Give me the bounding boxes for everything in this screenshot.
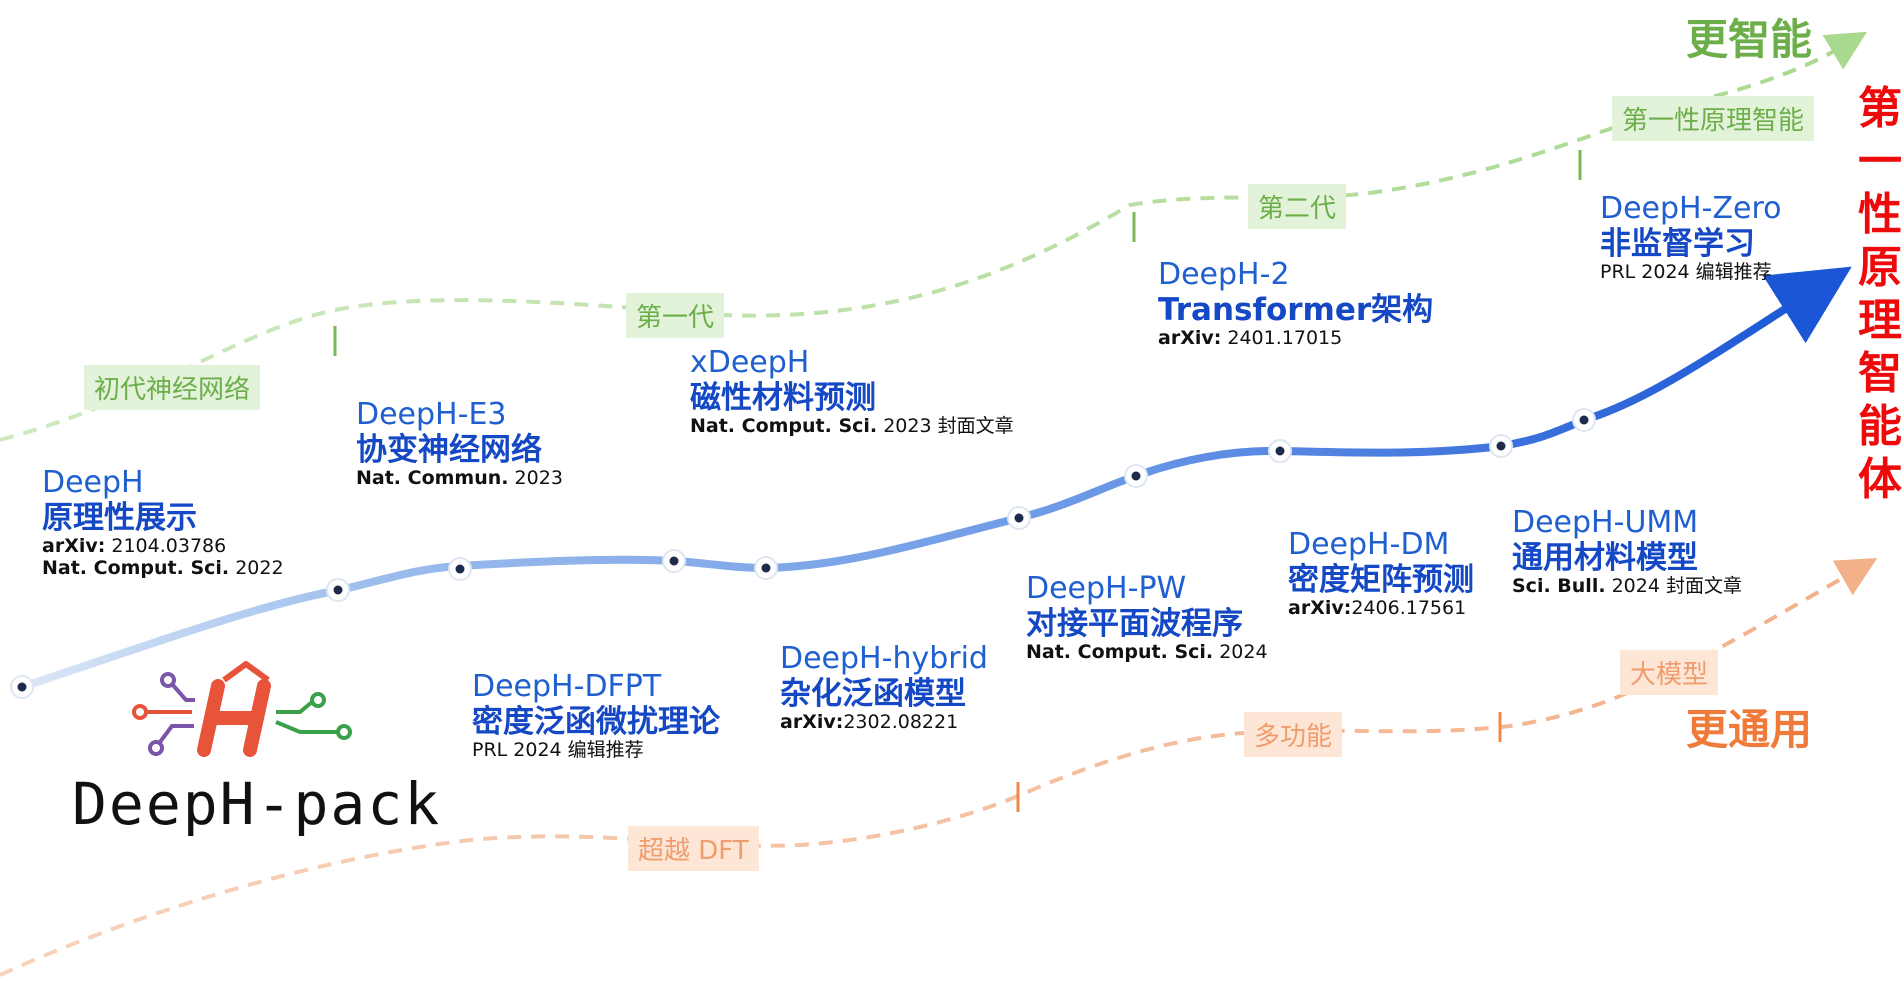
stage-tag-gen1: 第一代 [626,293,725,338]
goal-label-char: 性 [1858,189,1902,240]
milestone-title: 磁性材料预测 [690,379,876,416]
milestone-ref: Sci. Bull. 2024 封面文章 [1512,575,1742,598]
deeph-logo-icon [132,661,352,757]
heading-smarter: 更智能 [1686,15,1813,64]
milestone-title: Transformer架构 [1158,291,1434,328]
stage-tag-fp-intelligence: 第一性原理智能 [1612,96,1815,141]
goal-label-char: 能 [1858,401,1902,452]
milestone-name: DeepH-2 [1158,257,1290,292]
goal-label-char: 原 [1858,242,1902,293]
milestone-ref: Nat. Commun. 2023 [356,467,563,490]
milestone-deeph-dm: DeepH-DM 密度矩阵预测 arXiv:2406.17561 [1288,527,1474,620]
milestone-ref: arXiv: 2104.03786 [42,535,227,558]
milestone-deeph-hybrid: DeepH-hybrid 杂化泛函模型 arXiv:2302.08221 [780,641,988,734]
timeline-nodes [10,408,1596,699]
green-track-line [0,31,1868,442]
timeline-node [448,557,472,581]
goal-label-char: 理 [1858,295,1902,346]
milestone-ref: PRL 2024 编辑推荐 [472,739,644,762]
stage-tag-beyond-dft: 超越 DFT [628,826,759,871]
milestone-name: DeepH-UMM [1512,505,1699,540]
milestone-ref: PRL 2024 编辑推荐 [1600,261,1772,284]
milestone-deeph-2: DeepH-2 Transformer架构 arXiv: 2401.17015 [1158,257,1434,350]
milestone-title: 协变神经网络 [356,431,542,468]
milestone-name: DeepH-E3 [356,397,507,432]
milestone-ref: Nat. Comput. Sci. 2024 [1026,641,1268,664]
heading-more-general: 更通用 [1686,705,1813,754]
milestone-title: 杂化泛函模型 [780,675,966,712]
milestone-ref: Nat. Comput. Sci. 2022 [42,556,284,579]
goal-label-char: 智 [1858,348,1902,399]
milestone-ref: arXiv:2406.17561 [1288,597,1467,620]
goal-label-char: 体 [1858,454,1902,505]
milestone-xdeeph: xDeepH 磁性材料预测 Nat. Comput. Sci. 2023 封面文… [690,345,1014,438]
timeline-node [754,556,778,580]
milestone-title: 通用材料模型 [1512,539,1698,576]
main-timeline [18,266,1852,691]
milestone-deeph-zero: DeepH-Zero 非监督学习 PRL 2024 编辑推荐 [1600,191,1782,284]
stage-tag-large-model: 大模型 [1620,650,1719,695]
timeline-node [10,675,34,699]
milestone-deeph-umm: DeepH-UMM 通用材料模型 Sci. Bull. 2024 封面文章 [1512,505,1742,598]
milestone-ref: Nat. Comput. Sci. 2023 封面文章 [690,415,1014,438]
logo-text: DeepH-pack [72,770,442,838]
timeline-node [1268,439,1292,463]
milestone-deeph-e3: DeepH-E3 协变神经网络 Nat. Commun. 2023 [356,397,563,490]
milestone-name: DeepH-hybrid [780,641,988,676]
milestone-ref: arXiv: 2401.17015 [1158,327,1343,350]
goal-label-char: 一 [1858,136,1902,187]
stage-tag-initial: 初代神经网络 [84,365,261,410]
timeline-node [1489,434,1513,458]
timeline-node [1007,506,1031,530]
goal-label: 第一性原理智能体 [1852,82,1902,506]
timeline-node [1124,464,1148,488]
milestone-deeph-pw: DeepH-PW 对接平面波程序 Nat. Comput. Sci. 2024 [1026,571,1268,664]
milestone-title: 原理性展示 [42,499,197,536]
milestone-name: DeepH-DFPT [472,669,662,704]
milestone-title: 对接平面波程序 [1026,605,1243,642]
milestone-deeph-dfpt: DeepH-DFPT 密度泛函微扰理论 PRL 2024 编辑推荐 [472,669,720,762]
milestone-name: DeepH-PW [1026,571,1187,606]
timeline-node [1572,408,1596,432]
milestone-name: xDeepH [690,345,810,380]
goal-label-char: 第 [1858,83,1902,134]
milestone-name: DeepH [42,465,144,500]
stage-tag-multifunction: 多功能 [1244,712,1343,757]
milestone-name: DeepH-Zero [1600,191,1782,226]
stage-tag-gen2: 第二代 [1248,184,1347,229]
milestone-name: DeepH-DM [1288,527,1450,562]
milestone-title: 密度矩阵预测 [1288,561,1474,598]
milestone-deeph: DeepH 原理性展示 arXiv: 2104.03786 Nat. Compu… [42,465,284,580]
milestone-title: 非监督学习 [1600,225,1755,262]
timeline-node [662,549,686,573]
orange-track-line [0,558,1878,977]
milestone-ref: arXiv:2302.08221 [780,711,959,734]
timeline-node [326,578,350,602]
milestone-title: 密度泛函微扰理论 [472,703,720,740]
